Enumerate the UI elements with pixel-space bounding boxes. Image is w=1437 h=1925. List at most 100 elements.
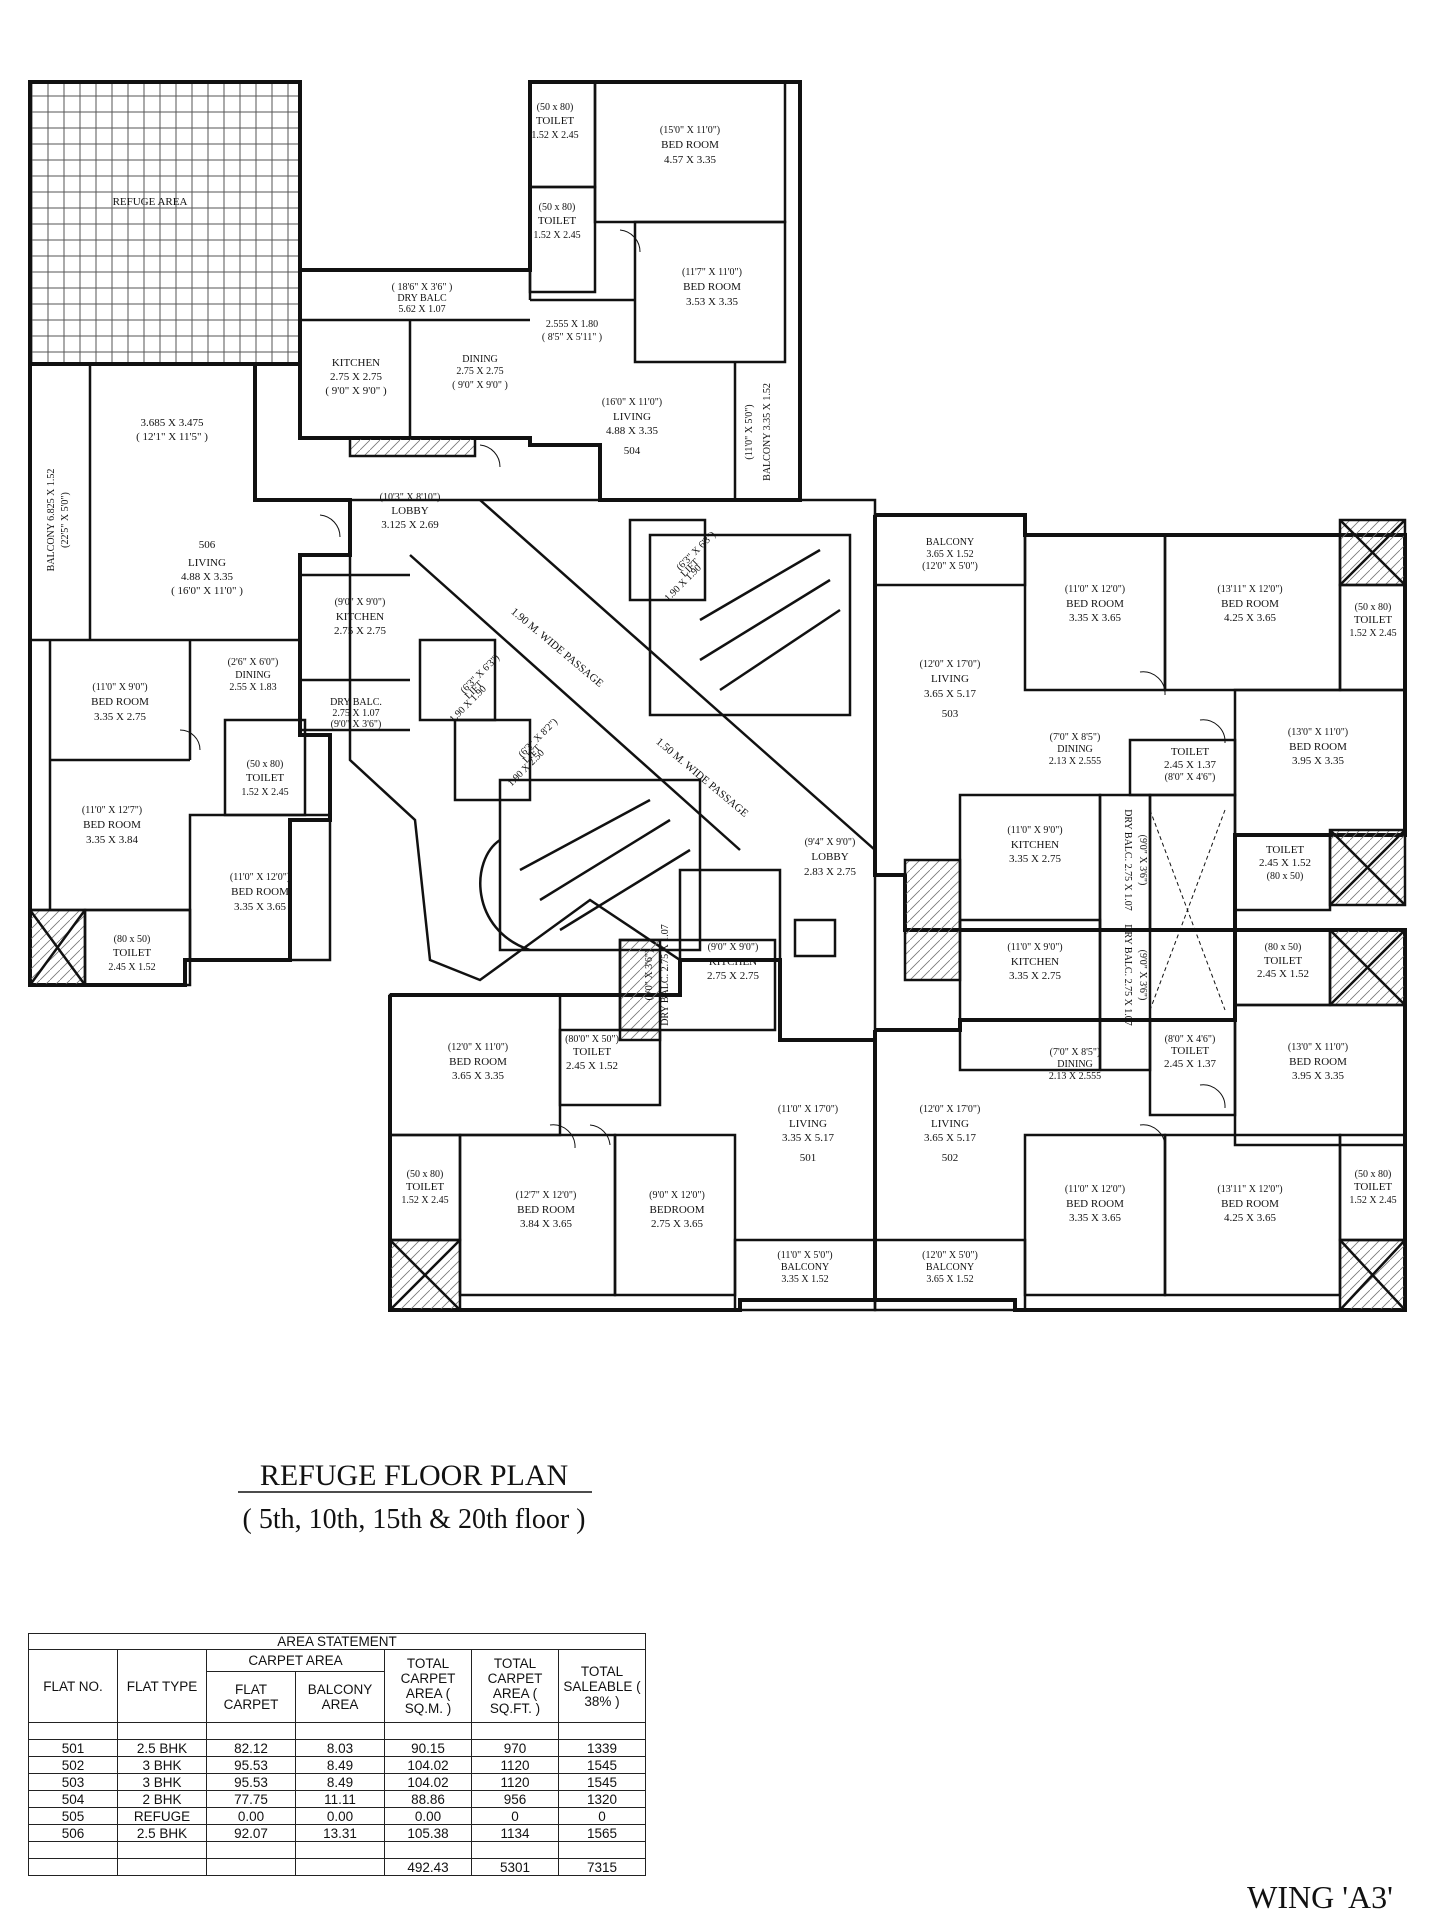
room-label: 3.685 X 3.475 — [141, 417, 204, 429]
room-label: 3.65 X 5.17 — [924, 688, 976, 700]
area-cell: 2.5 BHK — [117, 1824, 207, 1842]
room-label: DRY BALC. 2.75 X 1.07 — [1122, 809, 1133, 911]
wing-label: WING 'A3' — [1247, 1879, 1393, 1915]
room-label: (50 x 80) — [1355, 602, 1392, 613]
room-label: 3.35 X 3.65 — [234, 901, 286, 913]
room-label: BALCONY — [781, 1262, 829, 1273]
plan-subtitle: ( 5th, 10th, 15th & 20th floor ) — [243, 1504, 586, 1535]
room-label: (12'0" X 17'0") — [920, 659, 981, 670]
col-total-sqft: TOTAL CARPET AREA ( SQ.FT. ) — [471, 1649, 559, 1723]
room-label: KITCHEN — [332, 357, 380, 369]
room-label: TOILET — [1264, 955, 1303, 967]
area-cell: 505 — [28, 1807, 118, 1825]
room-label: LOBBY — [391, 505, 428, 517]
room-label: 2.75 X 2.75 — [334, 625, 386, 637]
room-label: (11'7" X 11'0") — [682, 267, 742, 278]
room-label: 506 — [199, 539, 216, 551]
room-label: TOILET — [1354, 1181, 1393, 1193]
area-cell: 88.86 — [384, 1790, 472, 1808]
col-balcony-area: BALCONY AREA — [295, 1671, 385, 1723]
room-label: BED ROOM — [683, 281, 741, 293]
room-label: (11'0" X 9'0") — [92, 682, 147, 693]
room-label: BED ROOM — [1066, 1198, 1124, 1210]
room-label: (11'0" X 12'0") — [1065, 1184, 1125, 1195]
area-cell: 8.03 — [295, 1739, 385, 1757]
room-label: (11'0" X 17'0") — [778, 1104, 838, 1115]
room-label: 3.65 X 1.52 — [926, 549, 973, 560]
total-cell — [28, 1858, 118, 1876]
col-flat-no: FLAT NO. — [28, 1649, 118, 1723]
room-label: ( 8'5" X 5'11" ) — [542, 332, 602, 343]
room-label: (13'11" X 12'0") — [1217, 584, 1282, 595]
area-cell: 1134 — [471, 1824, 559, 1842]
room-label: (7'0" X 8'5") — [1050, 1047, 1101, 1058]
area-cell: 0.00 — [206, 1807, 296, 1825]
room-label: TOILET — [113, 947, 152, 959]
col-flat-carpet: FLAT CARPET — [206, 1671, 296, 1723]
room-label: BED ROOM — [449, 1056, 507, 1068]
core-outline — [348, 498, 877, 1042]
room-label: 3.35 X 2.75 — [1009, 853, 1061, 865]
area-cell: 1565 — [558, 1824, 646, 1842]
room-label: TOILET — [406, 1181, 445, 1193]
room-label: BALCONY 6.825 X 1.52 — [46, 469, 57, 572]
area-cell: 1545 — [558, 1756, 646, 1774]
room-label: LIVING — [188, 557, 226, 569]
room-label: (9'0" X 9'0") — [708, 942, 759, 953]
room-label: (12'0" X 5'0") — [922, 561, 978, 572]
area-cell: 3 BHK — [117, 1756, 207, 1774]
room-label: 4.25 X 3.65 — [1224, 612, 1276, 624]
room-label: (50 x 80) — [407, 1169, 444, 1180]
room-label: TOILET — [1171, 746, 1210, 758]
room-label: 3.35 X 2.75 — [94, 711, 146, 723]
room-label: BED ROOM — [91, 696, 149, 708]
room-label: DINING — [235, 670, 271, 681]
room-label: (11'0" X 9'0") — [1007, 825, 1062, 836]
room-label: (50 x 80) — [1355, 1169, 1392, 1180]
room-label: DRY BALC. — [330, 697, 382, 708]
area-cell: 1545 — [558, 1773, 646, 1791]
room-label: (10'3" X 8'10") — [380, 492, 441, 503]
room-label: (50 x 80) — [539, 202, 576, 213]
room-label: BALCONY 3.35 X 1.52 — [762, 383, 773, 481]
room-label: TOILET — [538, 215, 577, 227]
room-label: 3.35 X 5.17 — [782, 1132, 834, 1144]
area-cell: 105.38 — [384, 1824, 472, 1842]
room-label: TOILET — [1266, 844, 1305, 856]
room-label: BED ROOM — [517, 1204, 575, 1216]
area-cell: 0.00 — [384, 1807, 472, 1825]
area-cell: 104.02 — [384, 1756, 472, 1774]
area-cell: 1120 — [471, 1756, 559, 1774]
room-label: (9'0" X 3'6") — [1137, 950, 1148, 1001]
area-cell: 77.75 — [206, 1790, 296, 1808]
room-label: 2.13 X 2.555 — [1049, 1071, 1101, 1082]
room-label: (80'0" X 50") — [565, 1034, 619, 1045]
room-label: TOILET — [536, 115, 575, 127]
room-label: LIVING — [789, 1118, 827, 1130]
room-label: (12'0" X 5'0") — [922, 1250, 978, 1261]
total-cell — [206, 1858, 296, 1876]
room-label: 3.65 X 1.52 — [926, 1274, 973, 1285]
total-cell — [295, 1858, 385, 1876]
room-label: 4.88 X 3.35 — [181, 571, 233, 583]
area-cell: 1120 — [471, 1773, 559, 1791]
room-label: 1.52 X 2.45 — [401, 1195, 448, 1206]
room-label: TOILET — [1171, 1045, 1210, 1057]
area-cell: 13.31 — [295, 1824, 385, 1842]
col-total-sqm: TOTAL CARPET AREA ( SQ.M. ) — [384, 1649, 472, 1723]
room-label: TOILET — [573, 1046, 612, 1058]
room-label: (8'0" X 4'6") — [1165, 1034, 1216, 1045]
room-label: BALCONY — [926, 537, 974, 548]
room-label: 1.90 M. WIDE PASSAGE — [508, 606, 605, 690]
room-label: 4.88 X 3.35 — [606, 425, 658, 437]
room-label: (12'7" X 12'0") — [516, 1190, 577, 1201]
room-label: (9'0" X 12'0") — [649, 1190, 705, 1201]
total-cell: 5301 — [471, 1858, 559, 1876]
room-label: (80 x 50) — [1265, 942, 1302, 953]
room-label: (11'0" X 9'0") — [1007, 942, 1062, 953]
room-label: 3.65 X 3.35 — [452, 1070, 504, 1082]
room-label: (80 x 50) — [1267, 871, 1304, 882]
room-label: 2.45 X 1.37 — [1164, 1058, 1216, 1070]
